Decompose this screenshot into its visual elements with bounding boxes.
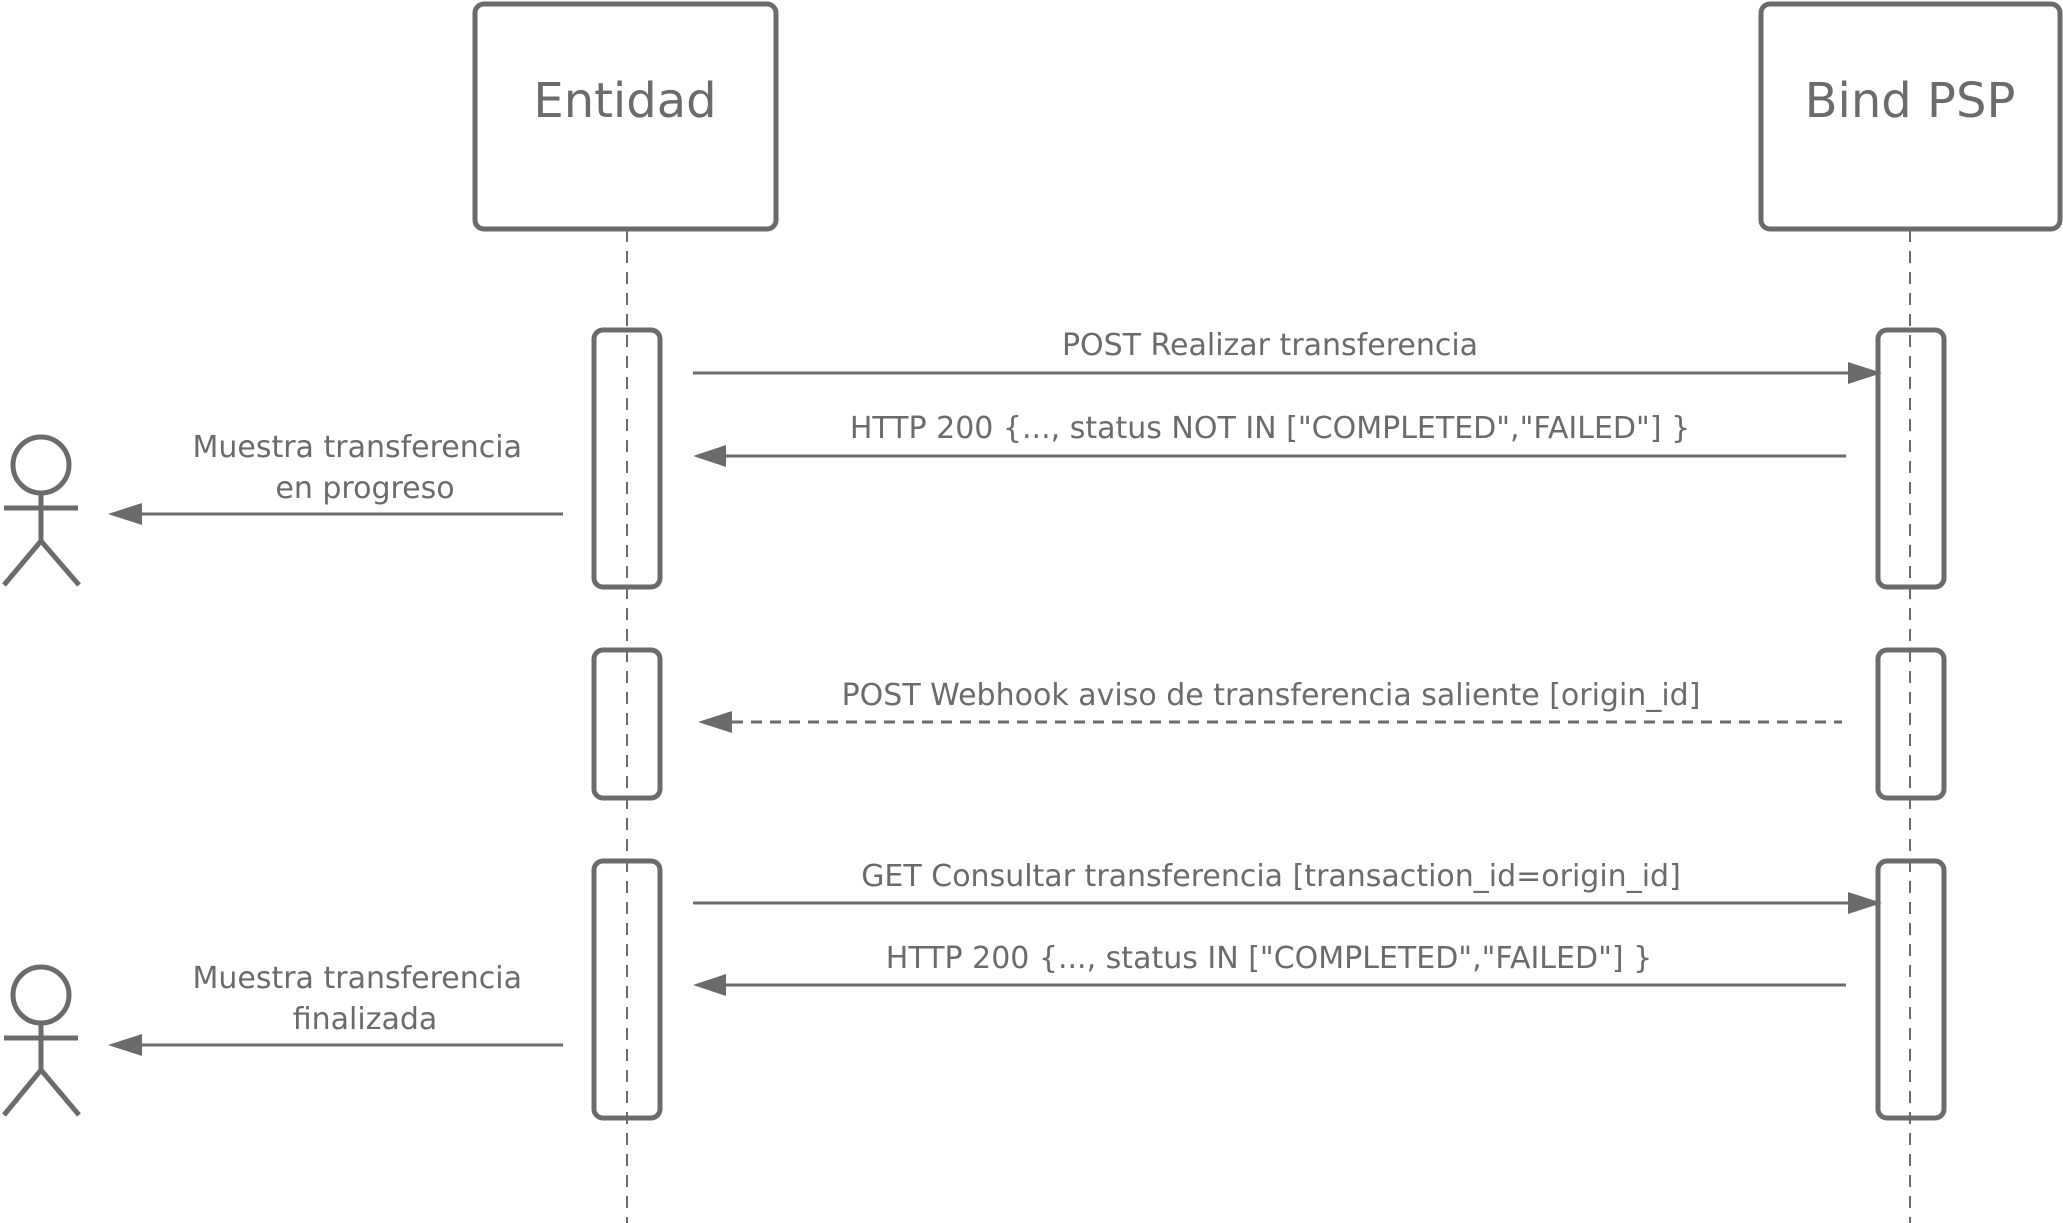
message-post-webhook: POST Webhook aviso de transferencia sali… xyxy=(698,678,1842,733)
arrow-head-left-icon xyxy=(693,445,726,467)
participant-bind-psp: Bind PSP xyxy=(1758,1,2063,232)
activation-bind-psp-2 xyxy=(1875,647,1947,801)
actor-message-finalizada: Muestra transferencia finalizada xyxy=(108,961,563,1056)
user-actor-icon xyxy=(2,434,81,587)
arrow-head-left-icon xyxy=(698,711,732,733)
message-label: POST Webhook aviso de transferencia sali… xyxy=(842,678,1701,713)
arrow-head-left-icon xyxy=(108,1034,142,1056)
actor-message-en-progreso: Muestra transferencia en progreso xyxy=(108,430,563,525)
message-label: POST Realizar transferencia xyxy=(1062,328,1478,363)
activation-entidad-3 xyxy=(591,858,663,1121)
arrow-head-left-icon xyxy=(108,503,142,525)
actor-message-line-2: finalizada xyxy=(293,1002,438,1037)
message-label: HTTP 200 {..., status NOT IN ["COMPLETED… xyxy=(850,411,1690,446)
actor-message-label: Muestra transferencia en progreso xyxy=(192,430,531,506)
actor-message-line-1: Muestra transferencia xyxy=(192,430,522,465)
participant-bind-psp-label: Bind PSP xyxy=(1805,73,2016,129)
arrow-head-right-icon xyxy=(1848,892,1882,914)
arrow-head-left-icon xyxy=(693,974,726,996)
message-http-200-not-in: HTTP 200 {..., status NOT IN ["COMPLETED… xyxy=(693,411,1846,467)
arrow-head-right-icon xyxy=(1848,362,1882,384)
actor-message-line-2: en progreso xyxy=(275,471,454,506)
user-actor-icon xyxy=(2,964,81,1117)
participant-entidad-label: Entidad xyxy=(533,73,716,129)
actor-message-label: Muestra transferencia finalizada xyxy=(192,961,531,1037)
activation-bind-psp-3 xyxy=(1875,858,1947,1121)
activation-entidad-1 xyxy=(591,327,663,590)
message-label: GET Consultar transferencia [transaction… xyxy=(861,859,1681,894)
activation-entidad-2 xyxy=(591,647,663,801)
message-get-consultar-transferencia: GET Consultar transferencia [transaction… xyxy=(693,859,1882,914)
message-post-realizar-transferencia: POST Realizar transferencia xyxy=(693,328,1882,384)
actor-message-line-1: Muestra transferencia xyxy=(192,961,522,996)
message-label: HTTP 200 {..., status IN ["COMPLETED","F… xyxy=(886,941,1652,976)
message-http-200-in: HTTP 200 {..., status IN ["COMPLETED","F… xyxy=(693,941,1846,996)
activation-bind-psp-1 xyxy=(1875,327,1947,590)
participant-entidad: Entidad xyxy=(472,1,779,232)
